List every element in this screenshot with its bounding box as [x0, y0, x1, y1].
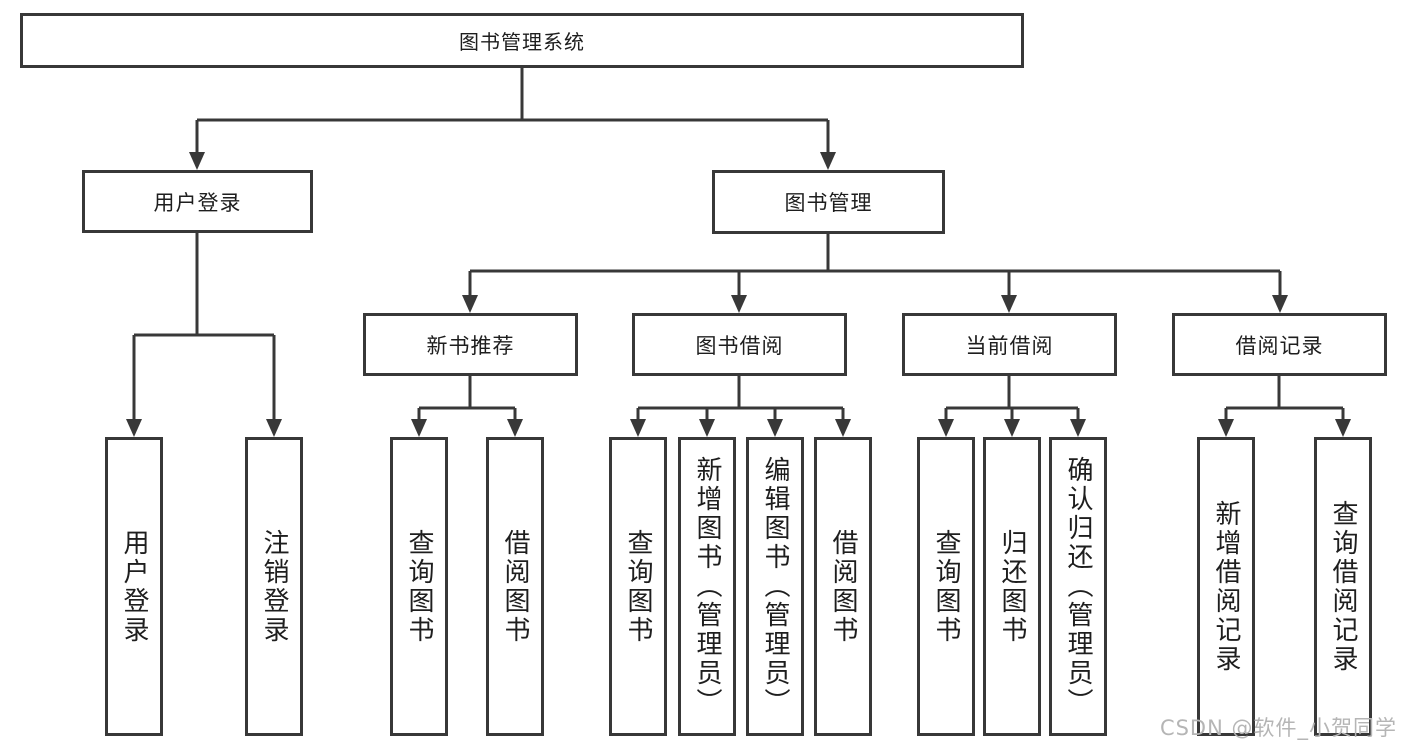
node-label: 新书推荐 — [426, 333, 515, 358]
node-label: 确认归还（管理员） — [1063, 456, 1093, 717]
node-label: 查询图书 — [404, 528, 434, 645]
node-label: 图书管理 — [784, 191, 873, 215]
node-leaf-query-borrow-record: 查询借阅记录 — [1314, 437, 1372, 736]
node-label: 用户登录 — [153, 190, 242, 215]
node-borrow-record: 借阅记录 — [1172, 313, 1387, 376]
node-label: 借阅记录 — [1235, 333, 1324, 358]
node-leaf-query-books-2: 查询图书 — [609, 437, 667, 736]
node-label: 当前借阅 — [965, 333, 1054, 358]
node-leaf-logout: 注销登录 — [245, 437, 303, 736]
node-new-book-recommend: 新书推荐 — [363, 313, 578, 376]
node-label: 图书借阅 — [695, 333, 784, 358]
node-leaf-edit-books-admin: 编辑图书（管理员） — [746, 437, 804, 736]
node-leaf-user-login: 用户登录 — [105, 437, 163, 736]
node-leaf-query-books-3: 查询图书 — [917, 437, 975, 736]
node-book-borrow: 图书借阅 — [632, 313, 847, 376]
node-library-management-system: 图书管理系统 — [20, 13, 1024, 68]
csdn-watermark: CSDN @软件_小贺同学 — [1159, 716, 1397, 740]
node-label: 查询图书 — [623, 528, 653, 645]
node-label: 归还图书 — [997, 528, 1027, 645]
node-label: 编辑图书（管理员） — [760, 456, 790, 717]
node-label: 查询图书 — [931, 528, 961, 645]
node-leaf-add-borrow-record: 新增借阅记录 — [1197, 437, 1255, 736]
node-leaf-confirm-return-admin: 确认归还（管理员） — [1049, 437, 1107, 736]
node-label: 图书管理系统 — [459, 30, 585, 54]
node-label: 借阅图书 — [500, 528, 530, 645]
node-leaf-add-books-admin: 新增图书（管理员） — [678, 437, 736, 736]
node-leaf-return-books: 归还图书 — [983, 437, 1041, 736]
node-book-management: 图书管理 — [712, 170, 945, 234]
node-current-borrow: 当前借阅 — [902, 313, 1117, 376]
node-leaf-borrow-books-2: 借阅图书 — [814, 437, 872, 736]
node-label: 查询借阅记录 — [1328, 499, 1358, 674]
node-label: 新增图书（管理员） — [692, 456, 722, 717]
node-label: 新增借阅记录 — [1211, 499, 1241, 674]
node-leaf-query-books: 查询图书 — [390, 437, 448, 736]
node-label: 用户登录 — [119, 528, 149, 645]
node-leaf-borrow-books: 借阅图书 — [486, 437, 544, 736]
node-user-login-group: 用户登录 — [82, 170, 313, 233]
node-label: 借阅图书 — [828, 528, 858, 645]
node-label: 注销登录 — [259, 528, 289, 645]
